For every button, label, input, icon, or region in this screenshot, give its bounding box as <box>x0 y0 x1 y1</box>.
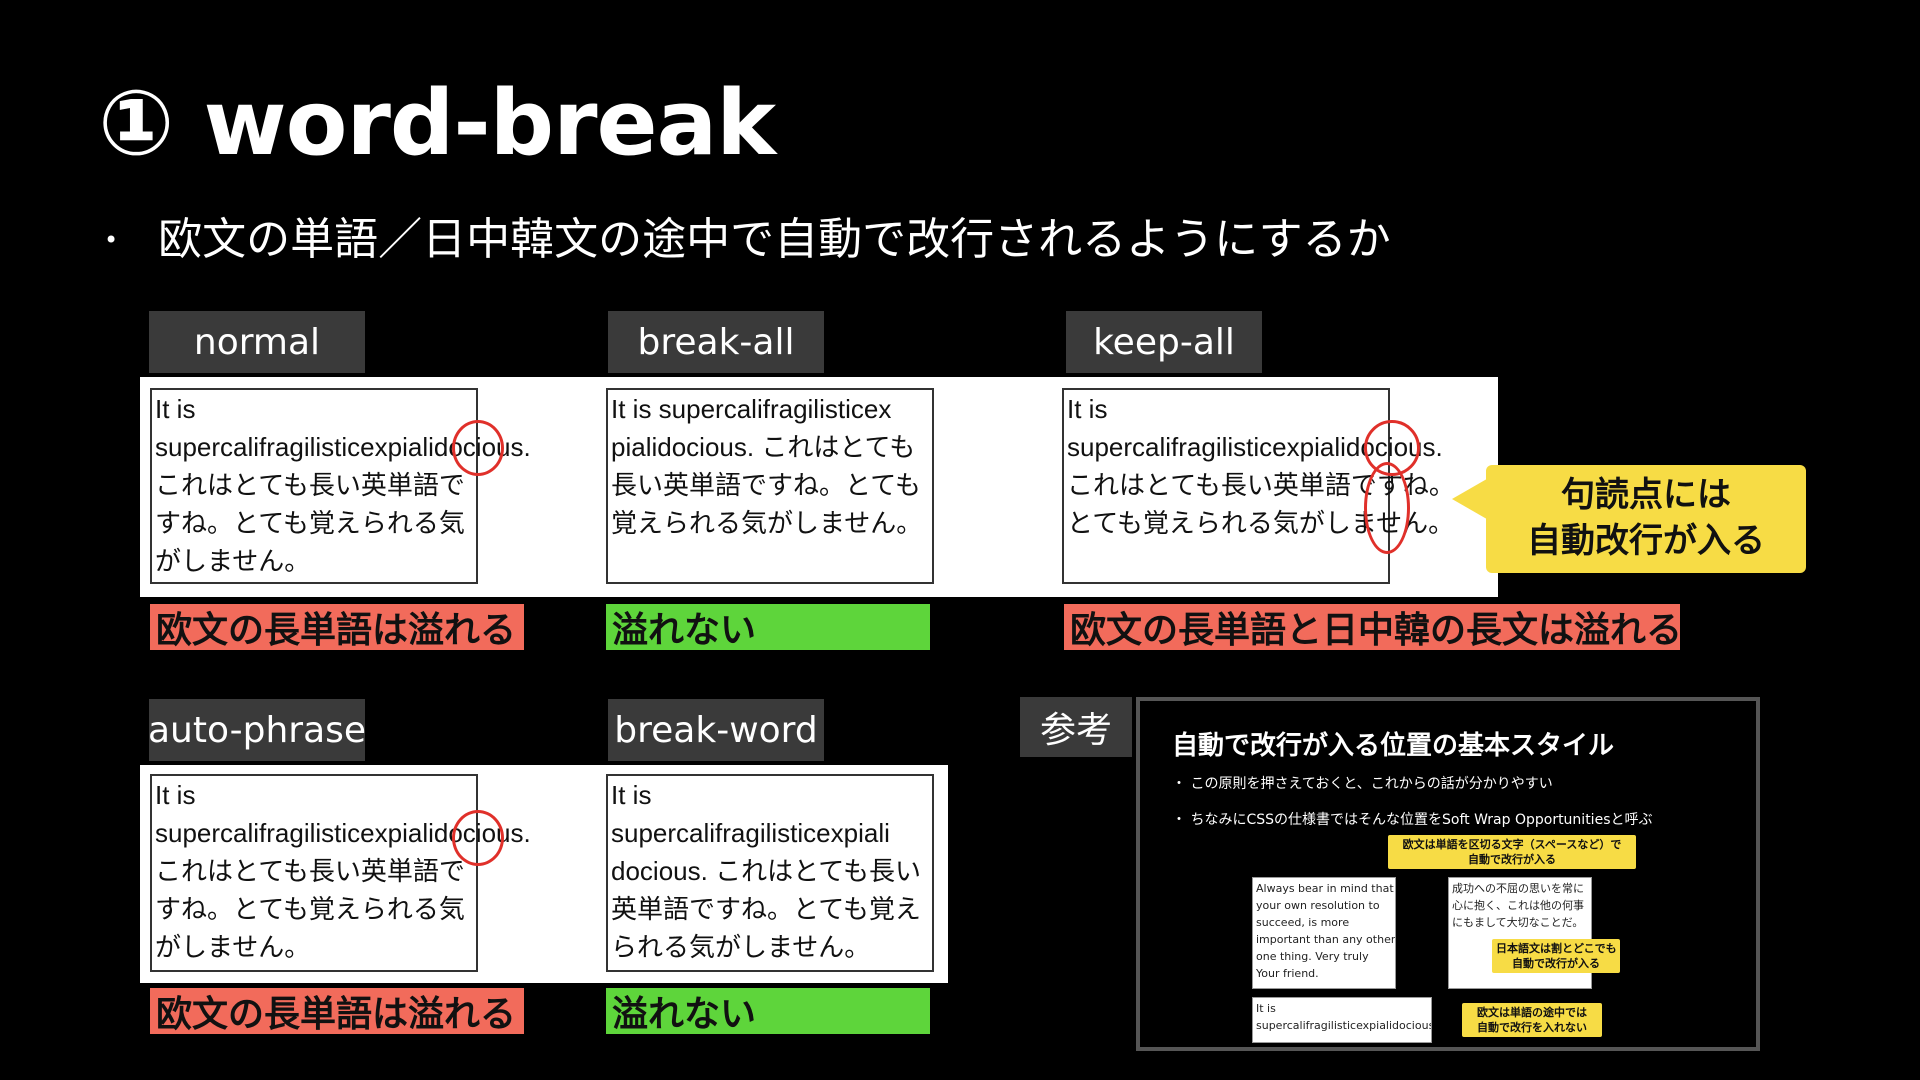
reference-box-line: にもまして大切なことだ。 <box>1452 916 1584 929</box>
reference-box-en: Always bear in mind that your own resolu… <box>1252 877 1396 989</box>
demo-line: It is <box>155 780 196 810</box>
demo-line: It is <box>1067 394 1108 424</box>
reference-box-line: important than any other <box>1256 933 1396 946</box>
result-tag-break-word: 溢れない <box>606 988 930 1034</box>
demo-line: supercalifragilisticexpiali <box>611 818 890 848</box>
reference-slide-thumbnail: 自動で改行が入る位置の基本スタイル ・ この原則を押さえておくと、これからの話が… <box>1136 697 1760 1051</box>
bullet-dot-icon: • <box>104 226 119 254</box>
reference-box-line: Your friend. <box>1256 967 1319 980</box>
reference-note-line: 自動で改行を入れない <box>1477 1021 1587 1034</box>
reference-box-long: It is supercalifragilisticexpialidocious… <box>1252 997 1432 1043</box>
demo-line: とても覚えられる気がしません。 <box>1067 508 1455 538</box>
demo-box-auto-phrase: It is supercalifragilisticexpialidocious… <box>150 774 531 972</box>
demo-box-break-word: It is supercalifragilisticexpiali dociou… <box>606 774 934 972</box>
demo-line: supercalifragilisticexpialidocious. <box>1067 432 1443 462</box>
result-tag-keep-all: 欧文の長単語と日中韓の長文は溢れる <box>1064 604 1680 650</box>
reference-bullet: ・ ちなみにCSSの仕様書ではそんな位置をSoft Wrap Opportuni… <box>1172 812 1653 828</box>
label-break-word: break-word <box>608 699 824 761</box>
reference-note-top: 欧文は単語を区切る文字（スペースなど）で 自動で改行が入る <box>1388 835 1636 869</box>
reference-note-line: 自動で改行が入る <box>1512 957 1600 970</box>
callout-line: 句読点には <box>1561 475 1731 516</box>
reference-box-line: It is <box>1256 1002 1276 1015</box>
reference-box-line: one thing. Very truly <box>1256 950 1369 963</box>
demo-line: られる気がしません。 <box>611 932 871 962</box>
reference-note-line: 欧文は単語を区切る文字（スペースなど）で <box>1402 838 1622 851</box>
demo-line: docious. これはとても長い <box>611 856 921 886</box>
callout-pointer-icon <box>1452 476 1492 522</box>
reference-box-line: your own resolution to <box>1256 899 1380 912</box>
reference-box-line: Always bear in mind that <box>1256 882 1394 895</box>
reference-box-line: supercalifragilisticexpialidocious. <box>1256 1019 1432 1032</box>
reference-note-line: 自動で改行が入る <box>1468 853 1556 866</box>
reference-note-bottom: 欧文は単語の途中では 自動で改行を入れない <box>1462 1003 1602 1037</box>
demo-line: これはとても長い英単語ですね。 <box>1067 470 1455 500</box>
overflow-marker-circle <box>452 810 504 866</box>
result-tag-break-all: 溢れない <box>606 604 930 650</box>
demo-line: これはとても長い英単語で <box>155 856 465 886</box>
demo-line: pialidocious. これはとても <box>611 432 916 462</box>
slide-title: ① word-break <box>98 71 776 176</box>
demo-line: これはとても長い英単語で <box>155 470 465 500</box>
bullet-point: • 欧文の単語／日中韓文の途中で自動で改行されるようにするか <box>104 214 1391 265</box>
reference-box-line: succeed, is more <box>1256 916 1350 929</box>
reference-bullet: ・ この原則を押さえておくと、これからの話が分かりやすい <box>1172 776 1553 792</box>
demo-line: 長い英単語ですね。とても <box>611 470 921 500</box>
demo-box-normal: It is supercalifragilisticexpialidocious… <box>150 388 531 584</box>
overflow-marker-circle <box>452 420 504 476</box>
demo-line: 英単語ですね。とても覚え <box>611 894 921 924</box>
demo-line: すね。とても覚えられる気 <box>155 508 465 538</box>
punctuation-marker-circle <box>1364 462 1410 554</box>
demo-box-break-all: It is supercalifragilisticex pialidociou… <box>606 388 934 584</box>
reference-title: 自動で改行が入る位置の基本スタイル <box>1172 731 1615 761</box>
reference-note-line: 欧文は単語の途中では <box>1477 1006 1587 1019</box>
demo-line: 覚えられる気がしません。 <box>611 508 923 538</box>
demo-line: supercalifragilisticexpialidocious. <box>155 432 531 462</box>
demo-box-keep-all: It is supercalifragilisticexpialidocious… <box>1062 388 1455 584</box>
label-normal: normal <box>149 311 365 373</box>
demo-line: It is <box>155 394 196 424</box>
reference-box-line: 心に抱く、これは他の何事 <box>1452 899 1584 912</box>
label-auto-phrase: auto-phrase <box>148 699 366 761</box>
demo-line: すね。とても覚えられる気 <box>155 894 465 924</box>
callout-line: 自動改行が入る <box>1527 521 1765 561</box>
result-tag-auto-phrase: 欧文の長単語は溢れる <box>150 988 524 1034</box>
bullet-text: 欧文の単語／日中韓文の途中で自動で改行されるようにするか <box>158 214 1391 265</box>
reference-note-line: 日本語文は割とどこでも <box>1496 942 1617 955</box>
label-keep-all: keep-all <box>1066 311 1262 373</box>
label-break-all: break-all <box>608 311 824 373</box>
demo-line: がしません。 <box>155 932 311 962</box>
reference-label: 参考 <box>1020 697 1132 757</box>
demo-line: It is supercalifragilisticex <box>611 394 892 424</box>
demo-line: がしません。 <box>155 546 311 576</box>
result-tag-normal: 欧文の長単語は溢れる <box>150 604 524 650</box>
callout-note: 句読点には 自動改行が入る <box>1486 465 1806 573</box>
demo-line: It is <box>611 780 652 810</box>
reference-box-line: 成功への不屈の思いを常に <box>1452 882 1584 895</box>
reference-note-mid: 日本語文は割とどこでも 自動で改行が入る <box>1492 939 1620 973</box>
demo-line: supercalifragilisticexpialidocious. <box>155 818 531 848</box>
